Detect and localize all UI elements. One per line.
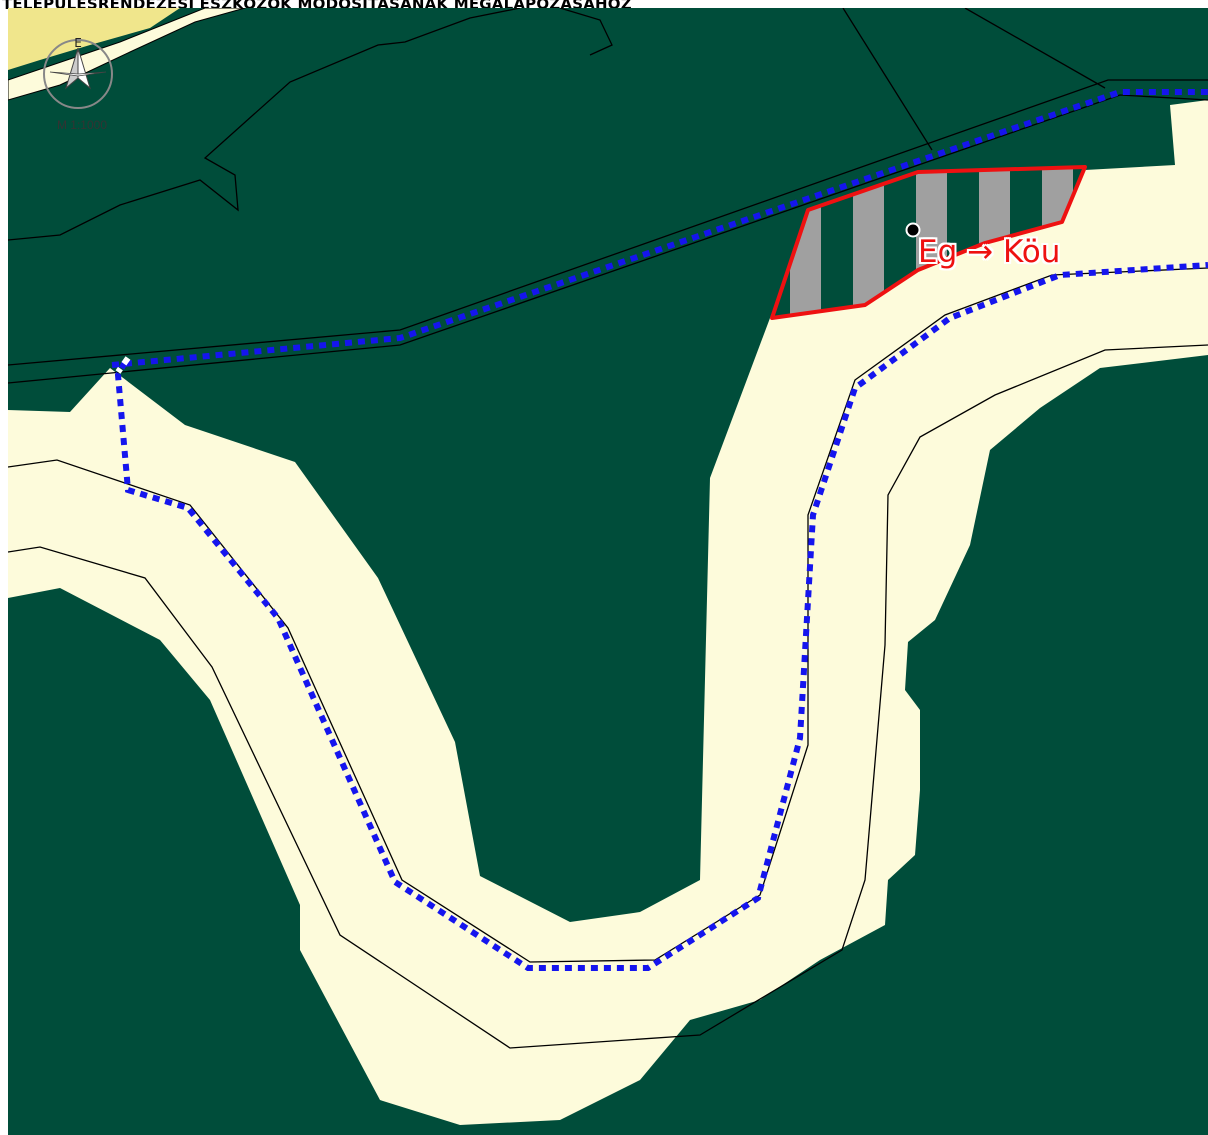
change-label: Eg → Köu xyxy=(918,234,1061,270)
road-strip-top-left xyxy=(8,8,246,101)
parcel-line-diagonal-a xyxy=(8,79,1208,366)
parcel-line-forest-2 xyxy=(559,8,613,56)
admin-boundary-connector xyxy=(115,356,131,374)
change-area[interactable] xyxy=(770,165,1087,320)
admin-boundary-road xyxy=(114,262,1208,971)
point-marker-icon[interactable] xyxy=(905,222,921,238)
scale-label: M 1:1000 xyxy=(56,118,108,132)
admin-boundary-diagonal xyxy=(111,89,1208,368)
north-arrow-letter: E xyxy=(74,36,82,50)
parcel-line-road-outer xyxy=(8,267,1208,963)
north-arrow-icon: E xyxy=(43,36,113,109)
parcel-line-diagonal-b xyxy=(8,94,1208,384)
parcel-line-forest-1 xyxy=(8,8,521,241)
parcel-line-forest-4 xyxy=(964,8,1106,89)
parcel-line-road-inner xyxy=(8,344,1208,1049)
parcel-line-forest-3 xyxy=(842,8,933,151)
